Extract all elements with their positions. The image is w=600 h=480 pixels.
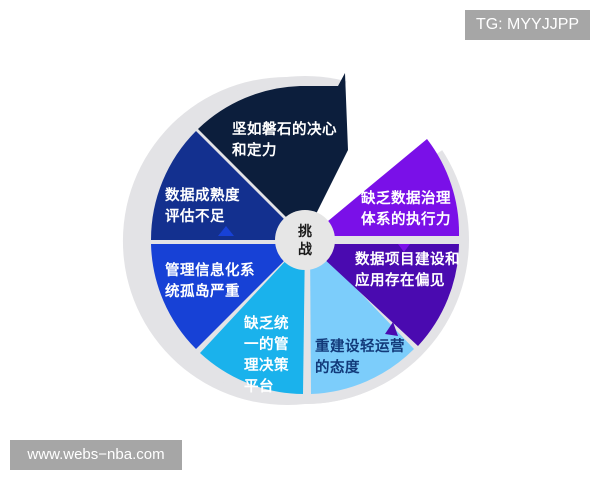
center-label-line: 挑 [298,224,312,240]
label-line: 体系的执行力 [361,212,451,228]
label-line: 的态度 [315,360,360,376]
label-determination: 坚如磐石的决心 和定力 [232,120,337,162]
watermark-bottom-left: www.webs−nba.com [10,440,182,470]
label-decision-platform: 缺乏统 一的管 理决策 平台 [244,314,289,398]
label-line: 数据项目建设和 [355,252,460,268]
segment-maturity[interactable] [150,131,305,240]
label-line: 理决策 [244,358,289,374]
center-label: 挑 战 [290,223,320,259]
label-maturity: 数据成熟度 评估不足 [165,186,240,228]
notch-arrow-icon [240,318,250,332]
label-line: 和定力 [232,143,277,159]
center-label-line: 战 [298,242,312,258]
segment-info-silos[interactable] [151,240,305,349]
gap-wedge [305,60,470,240]
label-line: 评估不足 [165,209,225,225]
label-line: 数据成熟度 [165,188,240,204]
notch-arrow-icon [311,328,322,344]
label-project-bias: 数据项目建设和 应用存在偏见 [355,250,460,292]
label-line: 管理信息化系 [165,263,255,279]
label-line: 坚如磐石的决心 [232,122,337,138]
label-line: 一的管 [244,337,289,353]
segment-governance[interactable] [310,139,460,236]
center-hub[interactable] [275,210,335,270]
notch-arrow-icon [398,244,410,252]
notch-arrow-icon [385,322,398,336]
label-line: 重建设轻运营 [315,339,405,355]
segment-operations[interactable] [310,240,414,394]
watermark-top-right: TG: MYYJJPP [465,10,590,40]
label-line: 平台 [244,379,274,395]
label-info-silos: 管理信息化系 统孤岛严重 [165,261,255,303]
label-line: 缺乏数据治理 [361,191,451,207]
notch-arrow-icon [218,226,234,236]
notch-arrow-icon [240,146,250,158]
label-line: 缺乏统 [244,316,289,332]
label-line: 统孤岛严重 [165,284,240,300]
segment-decision-platform[interactable] [200,240,305,394]
segment-determination[interactable] [198,73,348,236]
label-governance: 缺乏数据治理 体系的执行力 [361,189,451,231]
segment-project-bias[interactable] [308,244,459,346]
label-line: 应用存在偏见 [355,273,445,289]
label-operations: 重建设轻运营 的态度 [315,337,405,379]
